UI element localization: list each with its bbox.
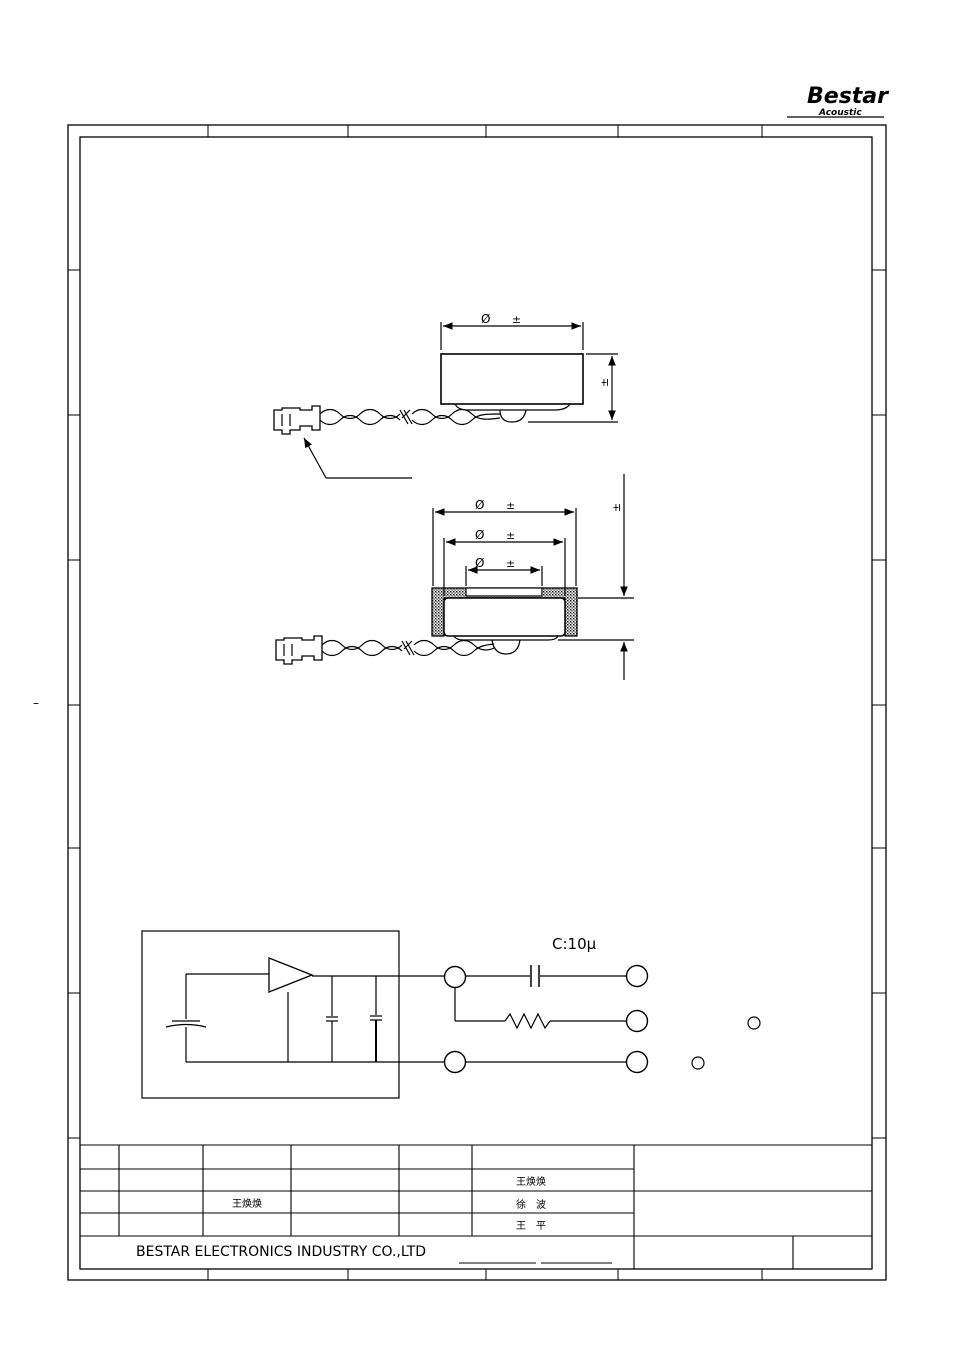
approver-name-1: 王焕焕	[516, 1175, 546, 1188]
title-block-text: 王焕焕 王焕焕 徐 波 王 平 BESTAR ELECTRONICS INDUS…	[136, 1175, 546, 1260]
drawing-frame	[67, 124, 887, 1281]
top-height-tolerance: ±	[598, 378, 611, 387]
logo-brand: Bestar	[807, 84, 889, 109]
inner-diameter-tolerance: ±	[506, 557, 515, 570]
side-height-tolerance: ±	[610, 503, 623, 512]
bestar-logo: Bestar Acoustic	[787, 84, 889, 118]
title-block	[80, 1144, 872, 1269]
outer-diameter-symbol: Ø	[475, 498, 484, 512]
company-name: BESTAR ELECTRONICS INDUSTRY CO.,LTD	[136, 1244, 426, 1260]
mid-diameter-tolerance: ±	[506, 529, 515, 542]
drawn-by-name: 王焕焕	[232, 1197, 262, 1210]
top-diameter-tolerance: ±	[512, 313, 521, 326]
top-diameter-symbol: Ø	[481, 312, 490, 326]
mounted-dimension-labels: Ø ± Ø ± Ø ± ±	[475, 498, 623, 570]
top-dimension-labels: Ø ± ±	[481, 312, 611, 387]
mid-diameter-symbol: Ø	[475, 528, 484, 542]
capacitor-label: C:10μ	[552, 935, 597, 953]
logo-subtitle: Acoustic	[818, 108, 862, 118]
approver-name-3: 王 平	[516, 1221, 546, 1232]
margin-mark: –	[33, 696, 39, 710]
component-view-top	[273, 322, 618, 479]
approver-name-2: 徐 波	[516, 1198, 546, 1211]
circuit-diagram	[141, 930, 761, 1099]
component-view-mounted	[275, 474, 634, 680]
outer-diameter-tolerance: ±	[506, 499, 515, 512]
inner-diameter-symbol: Ø	[475, 556, 484, 570]
